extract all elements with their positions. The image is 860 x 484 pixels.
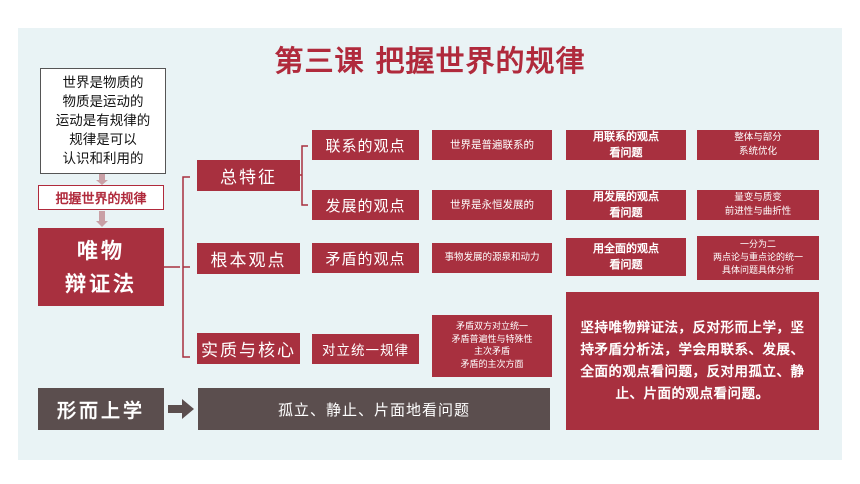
grasp-law-label: 把握世界的规律 bbox=[38, 185, 164, 210]
method-development: 量变与质变 前进性与曲折性 bbox=[697, 190, 819, 220]
desc-connection: 世界是普遍联系的 bbox=[432, 130, 552, 160]
viewpoint-unity-of-opposites: 对立统一规律 bbox=[312, 334, 419, 364]
viewpoint-connection: 联系的观点 bbox=[312, 130, 419, 160]
viewpoint-development: 发展的观点 bbox=[312, 190, 419, 220]
method-connection: 整体与部分 系统优化 bbox=[697, 130, 819, 160]
look-comprehensive: 用全面的观点 看问题 bbox=[566, 238, 686, 276]
desc-development: 世界是永恒发展的 bbox=[432, 190, 552, 220]
look-connection: 用联系的观点 看问题 bbox=[566, 130, 686, 160]
page-title: 第三课 把握世界的规律 bbox=[274, 44, 586, 78]
intro-box: 世界是物质的 物质是运动的 运动是有规律的 规律是可以 认识和利用的 bbox=[40, 68, 166, 174]
method-contradiction: 一分为二 两点论与重点论的统一 具体问题具体分析 bbox=[697, 236, 819, 280]
desc-unity-of-opposites: 矛盾双方对立统一 矛盾普遍性与特殊性 主次矛盾 矛盾的主次方面 bbox=[432, 315, 552, 377]
category-general-features: 总特征 bbox=[197, 160, 300, 191]
conclusion-box: 坚持唯物辩证法，反对形而上学，坚持矛盾分析法，学会用联系、发展、全面的观点看问题… bbox=[566, 292, 819, 430]
category-fundamental-view: 根本观点 bbox=[197, 243, 300, 274]
desc-contradiction: 事物发展的源泉和动力 bbox=[432, 243, 552, 273]
viewpoint-contradiction: 矛盾的观点 bbox=[312, 243, 419, 273]
metaphysics-label: 形而上学 bbox=[38, 388, 164, 430]
look-development: 用发展的观点 看问题 bbox=[566, 190, 686, 220]
metaphysics-description: 孤立、静止、片面地看问题 bbox=[198, 388, 550, 430]
category-essence-core: 实质与核心 bbox=[197, 333, 300, 364]
materialist-dialectics-box: 唯物 辩证法 bbox=[38, 228, 164, 306]
